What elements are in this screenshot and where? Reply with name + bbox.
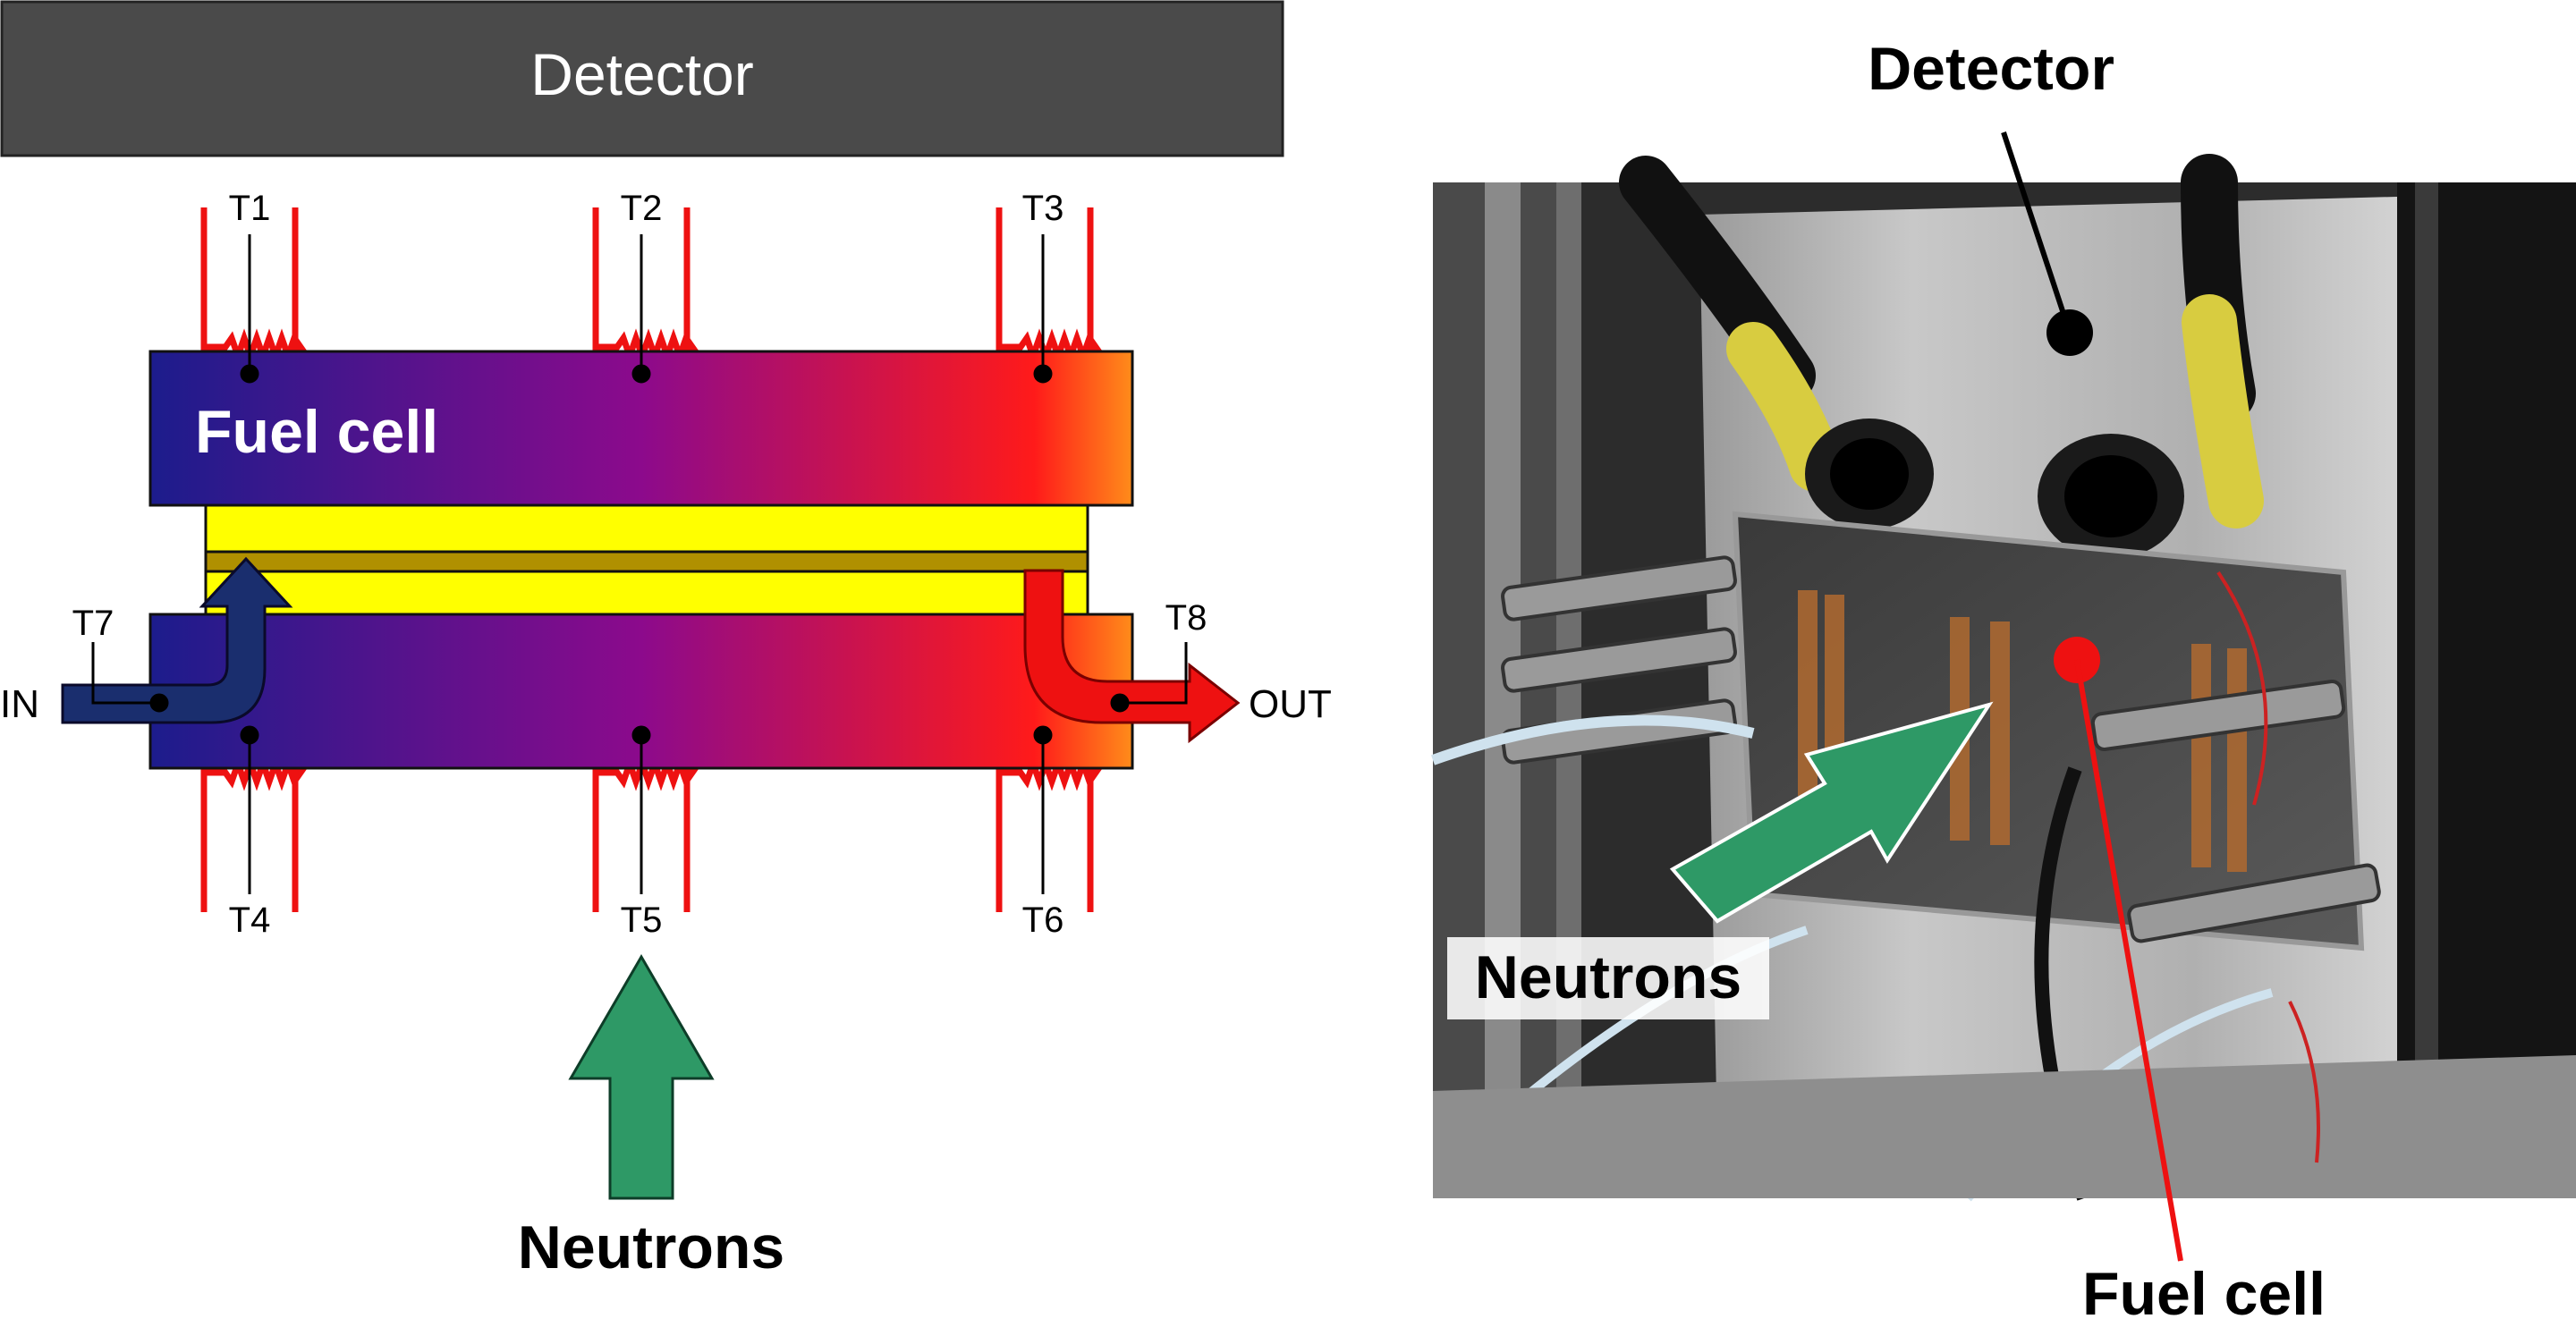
inlet-label: IN: [0, 682, 39, 726]
fuel-cell-bottom-plate: [148, 613, 1134, 770]
heater-t6: [996, 754, 1102, 912]
channel-upper: [204, 503, 1089, 554]
fuel-cell-label: Fuel cell: [195, 398, 438, 466]
sensor-label-t2: T2: [621, 189, 663, 228]
heater-t5: [592, 754, 699, 912]
heater-t1: [200, 207, 307, 366]
channel-gap: [204, 550, 1089, 573]
outlet-label: OUT: [1249, 682, 1332, 726]
sensor-dot-t4: [240, 725, 259, 745]
photo-fuel-cell-leader: [2074, 659, 2183, 1262]
inlet-arrow: [61, 556, 293, 724]
photo-detector-label: Detector: [1868, 35, 2114, 103]
photo-detector-marker: [2046, 309, 2093, 356]
thermocouple-t1: [240, 234, 259, 384]
heaters-top: [200, 207, 1102, 366]
channel-lower: [204, 570, 1089, 616]
photo-fuel-cell-label: Fuel cell: [2082, 1260, 2326, 1319]
photo-neutron-arrow: [1669, 701, 1994, 924]
sensor-dot-t2: [631, 364, 651, 384]
detector-bar: Detector: [0, 0, 1284, 157]
sensor-label-t3: T3: [1022, 189, 1064, 228]
sensor-label-t5: T5: [621, 900, 663, 940]
heater-t3: [996, 207, 1102, 366]
neutron-arrow: [568, 954, 715, 1200]
thermocouple-t3: [1033, 234, 1053, 384]
thermocouple-t4: [240, 725, 259, 894]
thermocouple-t6: [1033, 725, 1053, 894]
heaters-bottom: [200, 754, 1102, 912]
sensor-dot-t7: [149, 693, 169, 713]
heater-t4: [200, 754, 307, 912]
heater-t2: [592, 207, 699, 366]
photo-neutrons-label: Neutrons: [1475, 943, 1741, 1011]
sensor-dot-t1: [240, 364, 259, 384]
photo-detector-leader: [2001, 131, 2072, 334]
thermocouples: [91, 234, 1188, 894]
thermocouple-t2: [631, 234, 651, 384]
sensor-dot-t5: [631, 725, 651, 745]
schematic-diagram: Detector F: [0, 0, 1332, 1281]
sensor-label-t6: T6: [1022, 900, 1064, 940]
photo-neutrons-label-box: [1447, 937, 1769, 1019]
photo-panel: Detector: [1431, 35, 2576, 1319]
detector-label: Detector: [530, 41, 753, 107]
flow-channels: [204, 503, 1089, 616]
sensor-dot-t6: [1033, 725, 1053, 745]
sensor-dot-t8: [1110, 693, 1130, 713]
thermocouple-t8: [1120, 642, 1188, 705]
photo: [1431, 154, 2576, 1202]
sensor-dot-t3: [1033, 364, 1053, 384]
sensor-label-t8: T8: [1165, 598, 1208, 638]
thermocouple-t7: [91, 642, 159, 705]
thermocouple-t5: [631, 725, 651, 894]
sensor-labels: T1 T2 T3 T4 T5 T6 T7 T8: [72, 189, 1208, 940]
sensor-label-t7: T7: [72, 604, 114, 643]
sensor-label-t1: T1: [229, 189, 271, 228]
neutrons-label: Neutrons: [518, 1213, 784, 1281]
sensor-label-t4: T4: [229, 900, 271, 940]
